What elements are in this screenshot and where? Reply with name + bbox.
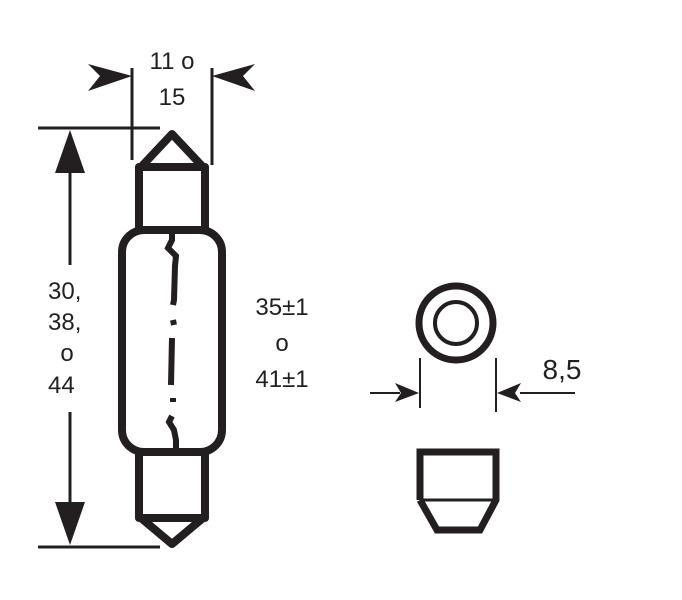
- filament: [164, 230, 180, 452]
- cap-profile: [416, 448, 500, 534]
- width-label-1: 11 o: [149, 48, 195, 75]
- length-label-4: 44: [48, 372, 75, 399]
- body-label-2: o: [275, 330, 289, 357]
- length-label-1: 30,: [48, 278, 82, 305]
- arrow-right-icon: [395, 383, 419, 402]
- end-view: [415, 282, 497, 364]
- arrow-up-icon: [55, 130, 85, 173]
- arrow-down-icon: [55, 502, 85, 545]
- length-label-3: o: [60, 340, 74, 367]
- width-label-2: 15: [158, 84, 186, 111]
- diameter-dimension: [370, 358, 575, 412]
- body-label-3: 41±1: [255, 366, 309, 393]
- body-label-1: 35±1: [255, 294, 309, 321]
- arrow-right-icon: [88, 64, 132, 91]
- length-dimension: [38, 126, 160, 549]
- width-dimension: [88, 64, 255, 165]
- length-label-2: 38,: [48, 309, 82, 336]
- arrow-left-icon: [212, 64, 255, 91]
- diameter-label: 8,5: [542, 354, 582, 385]
- arrow-left-icon: [497, 383, 521, 402]
